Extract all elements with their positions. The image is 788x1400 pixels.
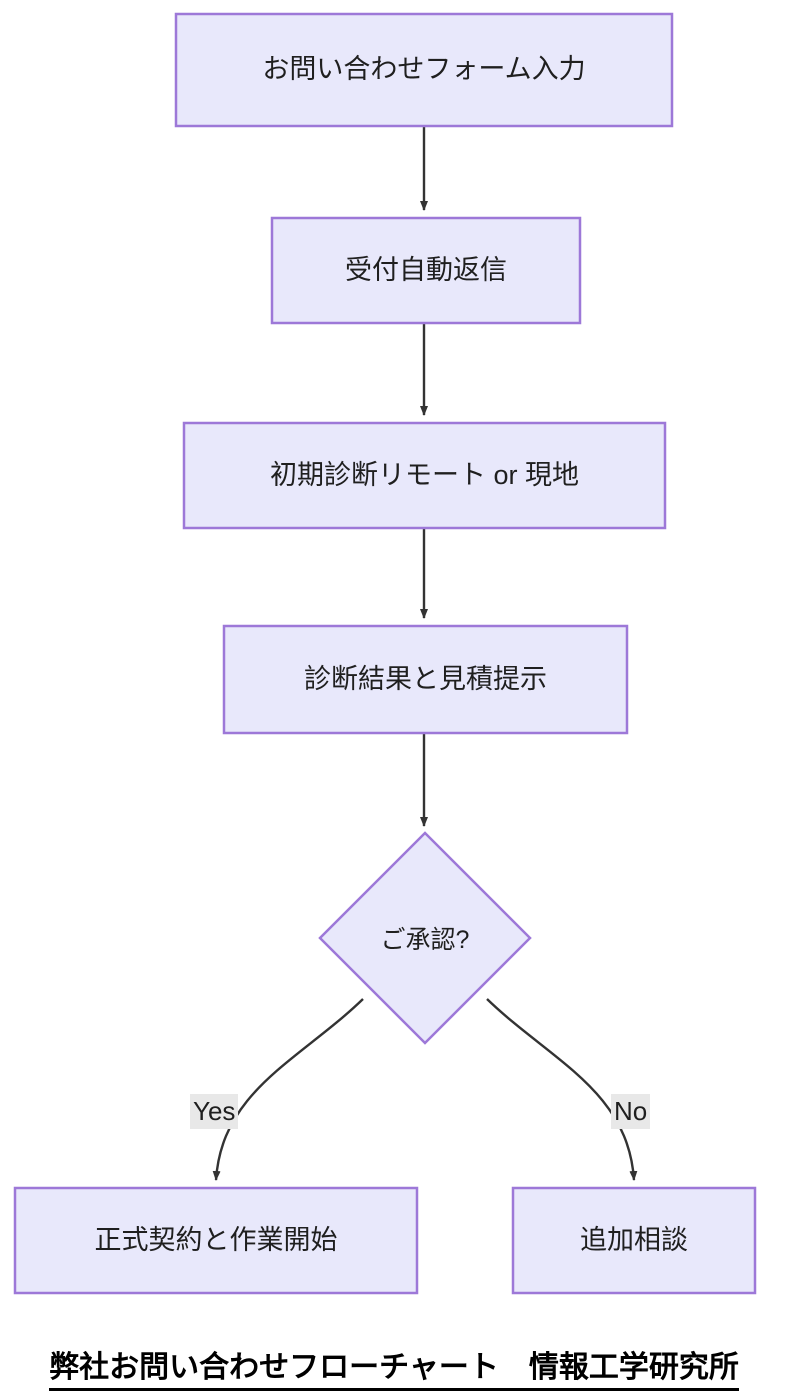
diagram-caption: 弊社お問い合わせフローチャート 情報工学研究所 (0, 1342, 788, 1391)
node-n5-shape[interactable] (318, 831, 532, 1045)
edge-path (486, 998, 638, 1181)
node-n6-shape[interactable] (13, 1186, 419, 1295)
node-n3-shape[interactable] (182, 421, 667, 530)
edge-path (212, 998, 364, 1181)
node-n7-shape[interactable] (511, 1186, 757, 1295)
edge-n5-n6-yes (212, 998, 364, 1181)
node-n1-shape[interactable] (174, 12, 674, 128)
edge-n5-n7-no (486, 998, 638, 1181)
diagram-caption-text: 弊社お問い合わせフローチャート 情報工学研究所 (49, 1342, 739, 1391)
node-n2-shape[interactable] (270, 216, 582, 325)
edge-label-yes: Yes (190, 1094, 239, 1129)
edge-label-no: No (611, 1094, 651, 1129)
node-n4-shape[interactable] (222, 624, 629, 735)
